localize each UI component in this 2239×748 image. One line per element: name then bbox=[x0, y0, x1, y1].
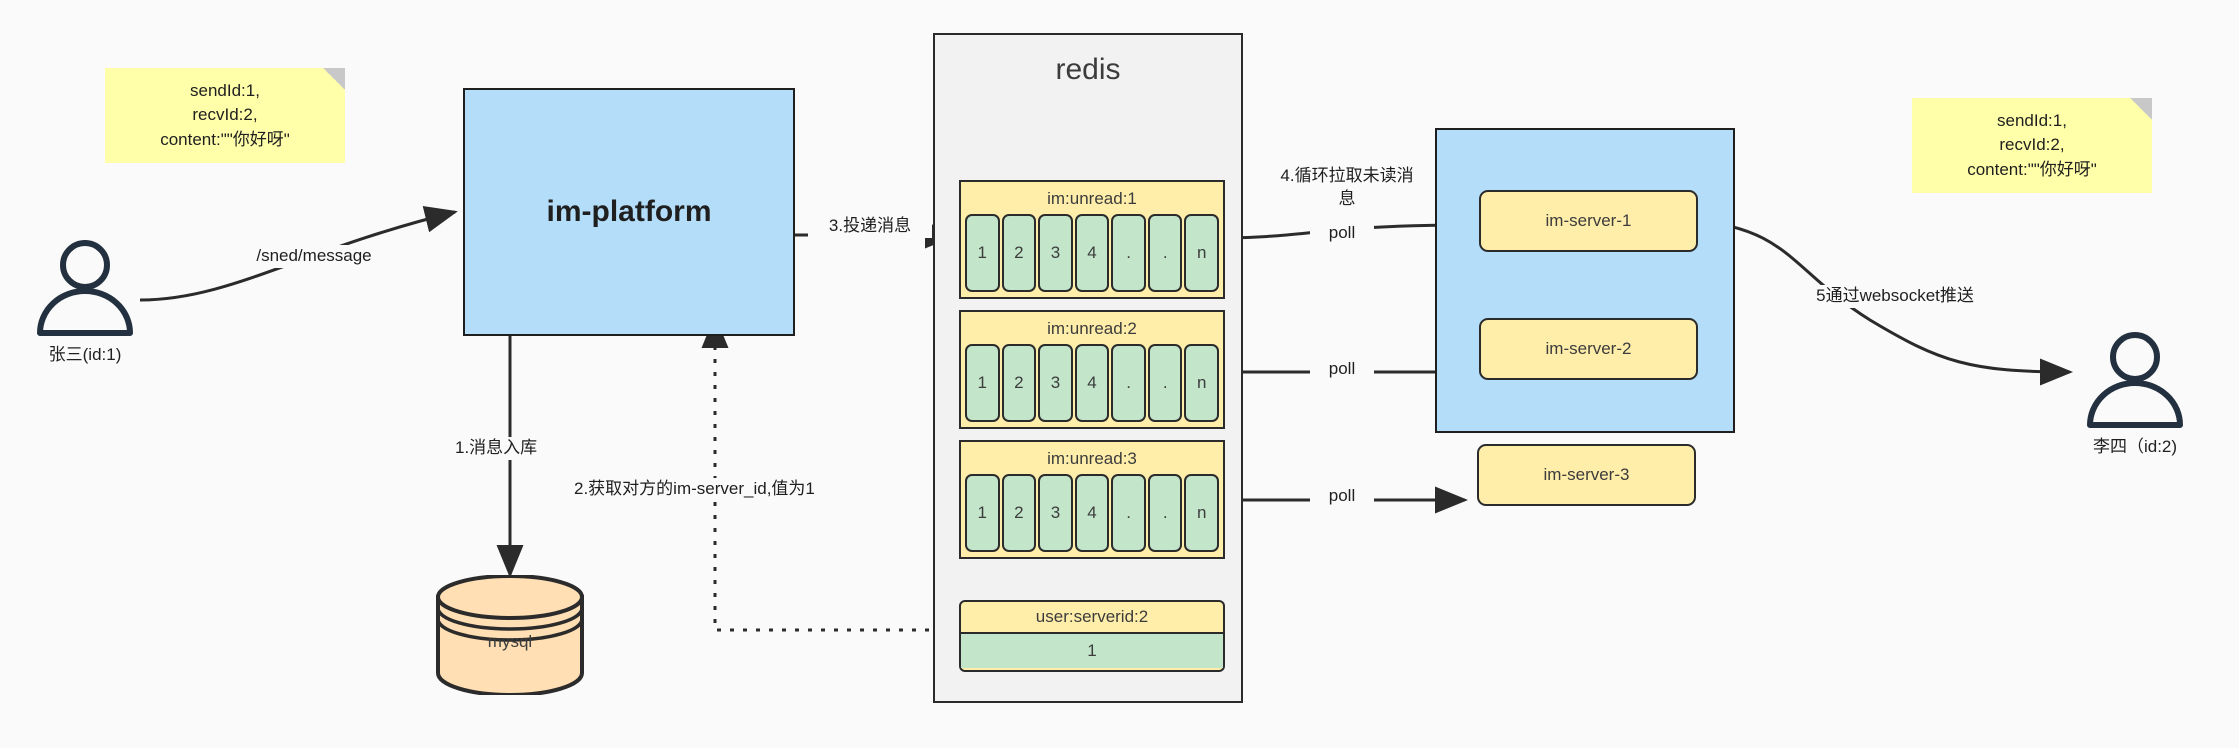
note-fold-icon bbox=[323, 68, 345, 90]
redis-cell: 3 bbox=[1038, 474, 1073, 552]
im-server-cluster: im-server-1 im-server-2 bbox=[1435, 128, 1735, 433]
note-fold-icon bbox=[2130, 98, 2152, 120]
mysql-database[interactable]: mysql bbox=[430, 574, 590, 697]
redis-cell: 3 bbox=[1038, 344, 1073, 422]
user-icon bbox=[37, 240, 133, 336]
note-left: sendId:1, recvId:2, content:""你好呀" bbox=[105, 68, 345, 163]
user-icon bbox=[2087, 332, 2183, 428]
redis-list-im-unread-2[interactable]: im:unread:2 1 2 3 4 . . n bbox=[959, 310, 1225, 429]
mysql-label: mysql bbox=[487, 632, 533, 651]
edge-label-step3: 3.投递消息 bbox=[808, 215, 932, 238]
redis-list-cells: 1 2 3 4 . . n bbox=[961, 344, 1223, 426]
redis-cell: n bbox=[1184, 344, 1220, 422]
redis-cell: 2 bbox=[1001, 344, 1037, 422]
redis-cell: 2 bbox=[1001, 474, 1037, 552]
im-server-3-box[interactable]: im-server-3 bbox=[1477, 444, 1696, 506]
redis-list-key: im:unread:3 bbox=[1047, 449, 1137, 468]
edge-label-step1: 1.消息入库 bbox=[453, 437, 597, 460]
im-platform-box[interactable]: im-platform bbox=[463, 88, 795, 336]
redis-list-key: im:unread:2 bbox=[1047, 319, 1137, 338]
edge-label-step2: 2.获取对方的im-server_id,值为1 bbox=[572, 478, 876, 501]
edge-label-send-message: /sned/message bbox=[232, 245, 396, 268]
redis-cell: . bbox=[1147, 344, 1183, 422]
redis-container: redis im:unread:1 1 2 3 4 . . n im:unrea… bbox=[933, 33, 1243, 703]
redis-list-key: im:unread:1 bbox=[1047, 189, 1137, 208]
actor-receiver: 李四（id:2) bbox=[2070, 330, 2200, 460]
redis-cell: 1 bbox=[965, 344, 1000, 422]
redis-cell: 1 bbox=[965, 474, 1000, 552]
redis-cell: . bbox=[1111, 344, 1146, 422]
actor-sender-label: 张三(id:1) bbox=[48, 345, 122, 364]
edge-label-step5: 5通过websocket推送 bbox=[1778, 285, 2012, 308]
redis-cell: 2 bbox=[1001, 214, 1037, 292]
redis-title: redis bbox=[1055, 53, 1121, 86]
edge-label-poll-2: poll bbox=[1310, 358, 1374, 381]
redis-cell: n bbox=[1184, 214, 1220, 292]
redis-cell: . bbox=[1147, 214, 1183, 292]
redis-cell: 4 bbox=[1074, 474, 1110, 552]
redis-list-im-unread-1[interactable]: im:unread:1 1 2 3 4 . . n bbox=[959, 180, 1225, 299]
im-server-2-box[interactable]: im-server-2 bbox=[1479, 318, 1698, 380]
redis-cell: . bbox=[1111, 474, 1146, 552]
redis-cell: 4 bbox=[1074, 344, 1110, 422]
note-right: sendId:1, recvId:2, content:""你好呀" bbox=[1912, 98, 2152, 193]
edge-redis-to-platform-dotted bbox=[701, 315, 955, 632]
actor-sender: 张三(id:1) bbox=[20, 238, 150, 368]
redis-cell: n bbox=[1184, 474, 1220, 552]
redis-list-cells: 1 2 3 4 . . n bbox=[961, 214, 1223, 296]
redis-list-cells: 1 2 3 4 . . n bbox=[961, 474, 1223, 556]
redis-kv-key: user:serverid:2 bbox=[1035, 607, 1149, 626]
edge-label-step4: 4.循环拉取未读消 息 bbox=[1250, 165, 1444, 211]
redis-list-im-unread-3[interactable]: im:unread:3 1 2 3 4 . . n bbox=[959, 440, 1225, 559]
redis-kv-value: 1 bbox=[961, 632, 1223, 668]
redis-cell: 4 bbox=[1074, 214, 1110, 292]
im-server-1-box[interactable]: im-server-1 bbox=[1479, 190, 1698, 252]
actor-receiver-label: 李四（id:2) bbox=[2092, 437, 2178, 456]
note-right-text: sendId:1, recvId:2, content:""你好呀" bbox=[1967, 110, 2097, 179]
redis-cell: 1 bbox=[965, 214, 1000, 292]
redis-cell: . bbox=[1111, 214, 1146, 292]
database-cylinder-icon bbox=[436, 574, 584, 697]
redis-kv-user-serverid[interactable]: user:serverid:2 1 bbox=[959, 600, 1225, 672]
redis-cell: 3 bbox=[1038, 214, 1073, 292]
edge-label-poll-1: poll bbox=[1310, 222, 1374, 245]
note-left-text: sendId:1, recvId:2, content:""你好呀" bbox=[160, 80, 290, 149]
edge-label-poll-3: poll bbox=[1310, 485, 1374, 508]
redis-cell: . bbox=[1147, 474, 1183, 552]
